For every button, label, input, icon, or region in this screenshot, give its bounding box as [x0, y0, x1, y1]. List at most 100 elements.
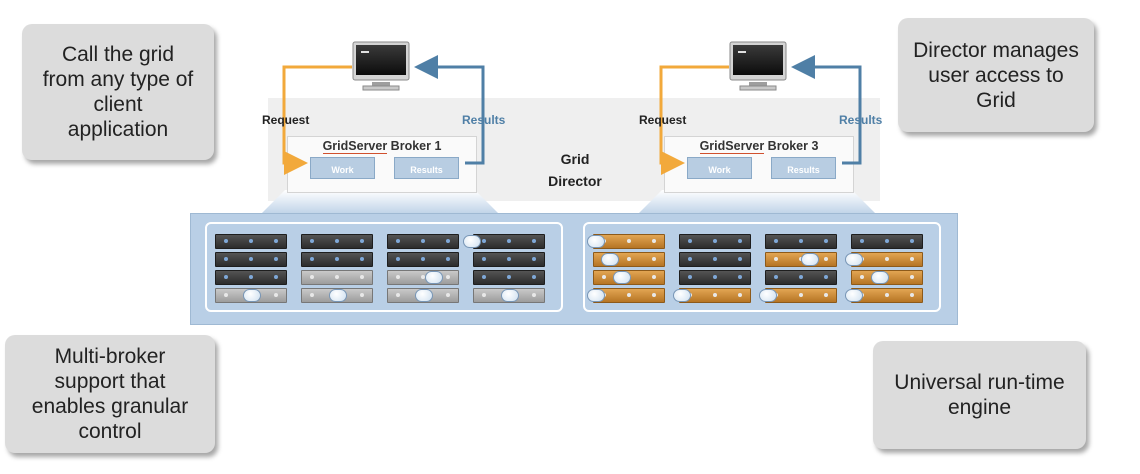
status-led	[713, 275, 717, 279]
status-led	[360, 257, 364, 261]
status-led	[310, 275, 314, 279]
status-led	[532, 293, 536, 297]
cloud-icon	[329, 289, 347, 302]
server-unit	[301, 252, 373, 267]
status-led	[910, 275, 914, 279]
request-arrow	[659, 65, 729, 175]
status-led	[274, 257, 278, 261]
status-led	[224, 293, 228, 297]
status-led	[532, 275, 536, 279]
status-led	[507, 239, 511, 243]
cloud-icon	[601, 253, 619, 266]
status-led	[396, 239, 400, 243]
request-label: Request	[639, 113, 687, 127]
status-led	[910, 257, 914, 261]
runtime-engine-panel	[190, 213, 958, 325]
cloud-icon	[845, 289, 863, 302]
status-led	[738, 293, 742, 297]
server-unit	[215, 252, 287, 267]
request-label: Request	[262, 113, 310, 127]
status-led	[335, 239, 339, 243]
request-arrow	[282, 65, 352, 175]
cloud-icon	[425, 271, 443, 284]
status-led	[446, 275, 450, 279]
status-led	[421, 257, 425, 261]
cloud-icon	[463, 235, 481, 248]
status-led	[446, 293, 450, 297]
server-unit	[387, 234, 459, 249]
status-led	[274, 239, 278, 243]
status-led	[249, 239, 253, 243]
status-led	[627, 293, 631, 297]
cloud-icon	[759, 289, 777, 302]
status-led	[688, 239, 692, 243]
server-unit	[679, 234, 751, 249]
work-queue: Work	[310, 157, 375, 179]
broker-title: GridServer Broker 1	[322, 139, 442, 154]
status-led	[652, 293, 656, 297]
status-led	[824, 293, 828, 297]
results-label: Results	[462, 113, 506, 127]
status-led	[910, 239, 914, 243]
status-led	[532, 239, 536, 243]
status-led	[774, 239, 778, 243]
server-unit	[215, 270, 287, 285]
results-queue: Results	[771, 157, 836, 179]
status-led	[885, 239, 889, 243]
server-unit	[301, 270, 373, 285]
status-led	[507, 257, 511, 261]
status-led	[360, 239, 364, 243]
status-led	[335, 275, 339, 279]
status-led	[688, 257, 692, 261]
status-led	[482, 293, 486, 297]
status-led	[421, 239, 425, 243]
callout-call-grid: Call the grid from any type of client ap…	[22, 24, 214, 160]
status-led	[446, 239, 450, 243]
status-led	[482, 239, 486, 243]
work-queue: Work	[687, 157, 752, 179]
status-led	[602, 275, 606, 279]
server-unit	[851, 252, 923, 267]
status-led	[360, 275, 364, 279]
cloud-icon	[587, 289, 605, 302]
server-cluster-1	[205, 222, 563, 312]
cloud-icon	[613, 271, 631, 284]
status-led	[860, 239, 864, 243]
status-led	[627, 239, 631, 243]
cloud-icon	[801, 253, 819, 266]
status-led	[224, 239, 228, 243]
server-unit	[473, 234, 545, 249]
server-unit	[679, 252, 751, 267]
status-led	[824, 257, 828, 261]
status-led	[652, 275, 656, 279]
callout-director-access: Director manages user access to Grid	[898, 18, 1094, 132]
computer-monitor-icon	[352, 41, 410, 91]
status-led	[274, 293, 278, 297]
results-arrow	[791, 55, 862, 165]
server-unit	[473, 270, 545, 285]
cloud-icon	[673, 289, 691, 302]
status-led	[860, 275, 864, 279]
status-led	[274, 275, 278, 279]
cloud-icon	[845, 253, 863, 266]
server-unit	[593, 288, 665, 303]
status-led	[652, 239, 656, 243]
cloud-icon	[501, 289, 519, 302]
status-led	[396, 275, 400, 279]
status-led	[360, 293, 364, 297]
status-led	[224, 257, 228, 261]
status-led	[713, 257, 717, 261]
status-led	[688, 275, 692, 279]
status-led	[396, 293, 400, 297]
status-led	[249, 257, 253, 261]
status-led	[627, 257, 631, 261]
server-unit	[215, 234, 287, 249]
results-label: Results	[839, 113, 883, 127]
status-led	[482, 257, 486, 261]
status-led	[774, 257, 778, 261]
status-led	[310, 257, 314, 261]
callout-multi-broker: Multi-broker support that enables granul…	[5, 335, 215, 453]
status-led	[824, 239, 828, 243]
broker-1: GridServer Broker 1 Work Results	[287, 136, 477, 193]
